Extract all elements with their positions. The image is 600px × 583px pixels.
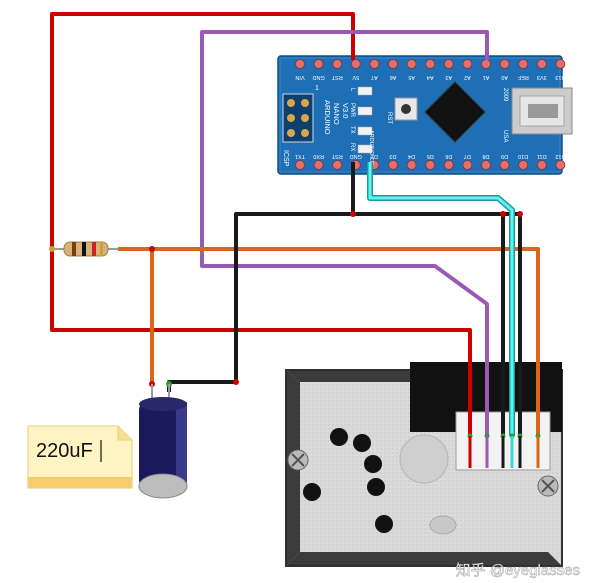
screw-left <box>287 449 309 471</box>
board-name: ARDUINO NANO V3.0 <box>323 100 350 135</box>
top-header-pin <box>443 59 454 69</box>
top-header-pin-label: A4 <box>427 74 434 80</box>
top-header-pin-label: A0 <box>501 74 508 80</box>
led-label-tx: TX <box>349 126 355 134</box>
bottom-header-pin <box>518 160 529 170</box>
wire-orange-main <box>118 247 540 436</box>
bottom-header-pin <box>481 160 491 170</box>
top-header-pin-label: 3V3 <box>537 74 547 80</box>
bottom-header-pin-label: D7 <box>464 153 471 159</box>
bottom-header-pin-label: D6 <box>445 153 452 159</box>
bottom-header-pin-label: RST <box>331 153 343 159</box>
sensor-connector-pins <box>468 436 540 468</box>
top-header-pin <box>332 59 343 69</box>
top-header-pin <box>499 59 510 69</box>
reset-button: RST ARDUINO.CC <box>368 97 418 165</box>
top-header-pin-label: VIN <box>295 74 304 80</box>
sensor-vent-holes <box>303 428 393 533</box>
led-rx <box>357 144 373 154</box>
wire-cyan-d2-inner <box>368 162 514 436</box>
rst-label: RST <box>386 112 392 124</box>
top-header-pin-label: GND <box>312 74 324 80</box>
top-header-pin-label: A7 <box>371 74 378 80</box>
top-header-pin <box>425 59 436 69</box>
icsp-pin1-label: 1 <box>315 85 319 92</box>
board-name-line-3: V3.0 <box>341 103 350 118</box>
wire-purple-a0 <box>200 30 489 436</box>
bottom-header-pin <box>295 160 305 170</box>
capacitor-value-label: 220uF <box>36 440 93 462</box>
sensor-lens <box>399 434 449 484</box>
icsp-header: 1 ICSP <box>282 85 319 167</box>
bottom-header-pin <box>332 160 343 170</box>
bottom-header-pin <box>536 160 547 170</box>
led-pwr <box>357 106 373 116</box>
led-label-l: L <box>349 88 355 92</box>
top-header-pin-label: A3 <box>445 74 452 80</box>
bottom-header-pins: TX1 RX0 RST GND D2 D3 D4 D5 D6 D7 D8 D9 D10 D11 D12 <box>295 153 565 170</box>
status-leds: L PWR TX RX <box>349 86 373 154</box>
top-header-pin <box>388 59 398 69</box>
bottom-header-pin-label: GND <box>350 153 362 159</box>
led-l <box>357 86 373 96</box>
wire-red-5v <box>50 12 472 436</box>
top-header-pin <box>313 59 324 69</box>
resistor <box>52 241 118 257</box>
bottom-header-pin-label: RX0 <box>313 153 324 159</box>
bottom-header-pin-label: D5 <box>427 153 434 159</box>
top-header-pin-label: A6 <box>390 74 397 80</box>
watermark: 知乎 @eyeglasses <box>456 562 580 579</box>
bottom-header-pin-label: D4 <box>408 153 415 159</box>
top-header-pin <box>462 59 473 69</box>
top-header-pin-label: A1 <box>483 74 490 80</box>
top-header-pin-label: D13 <box>555 74 565 80</box>
bottom-header-pin-label: D2 <box>371 153 378 159</box>
bottom-header-pin-label: D11 <box>537 153 547 159</box>
bottom-header-pin-label: D9 <box>501 153 508 159</box>
bottom-header-pin <box>499 160 510 170</box>
top-header-pin-label: RST <box>331 74 343 80</box>
screw-right <box>537 475 559 497</box>
bottom-header-pin <box>388 160 398 170</box>
top-header-pin <box>481 59 491 69</box>
top-header-pin-label: A5 <box>408 74 415 80</box>
electrolytic-capacitor <box>138 384 188 499</box>
board-name-line-2: NANO <box>332 103 341 125</box>
board-name-line-1: ARDUINO <box>323 100 332 135</box>
bottom-header-pin-label: D3 <box>389 153 396 159</box>
icsp-label: ICSP <box>282 150 289 167</box>
led-label-rx: RX <box>349 143 355 151</box>
top-header-pin <box>536 59 547 69</box>
bottom-header-pin-label: D8 <box>482 153 489 159</box>
bottom-header-pin-label: D12 <box>555 153 565 159</box>
bottom-header-pin-label: TX1 <box>295 153 305 159</box>
brand-label: ARDUINO.CC <box>368 130 374 165</box>
top-header-pin <box>555 59 566 69</box>
year-label: 2009 <box>502 88 508 102</box>
top-header-pin <box>518 59 529 69</box>
bottom-header-pin-label: D10 <box>518 153 528 159</box>
top-header-pin <box>295 59 305 69</box>
bottom-header-pin <box>406 160 417 170</box>
bottom-header-pin <box>313 160 324 170</box>
top-header-pins: VIN GND RST 5V A7 A6 A5 A4 A3 A2 A1 A0 REF 3V3 D13 <box>295 59 566 80</box>
led-label-pwr: PWR <box>349 103 355 118</box>
bottom-header-pin <box>443 160 454 170</box>
top-header-pin <box>369 59 380 69</box>
top-header-pin-label: A2 <box>464 74 471 80</box>
top-header-pin <box>406 59 417 69</box>
bottom-header-pin <box>425 160 436 170</box>
capacitor-value-note: 220uF <box>27 425 133 489</box>
microcontroller-chip <box>424 81 486 143</box>
led-tx <box>357 126 373 136</box>
top-header-pin <box>350 59 361 69</box>
top-header-pin-label: REF <box>517 74 529 80</box>
bottom-header-pin <box>462 160 473 170</box>
bottom-header-pin <box>555 160 566 170</box>
country-label: USA <box>502 130 508 142</box>
top-header-pin-label: 5V <box>352 74 359 80</box>
usb-connector: 2009 USA <box>502 87 573 142</box>
